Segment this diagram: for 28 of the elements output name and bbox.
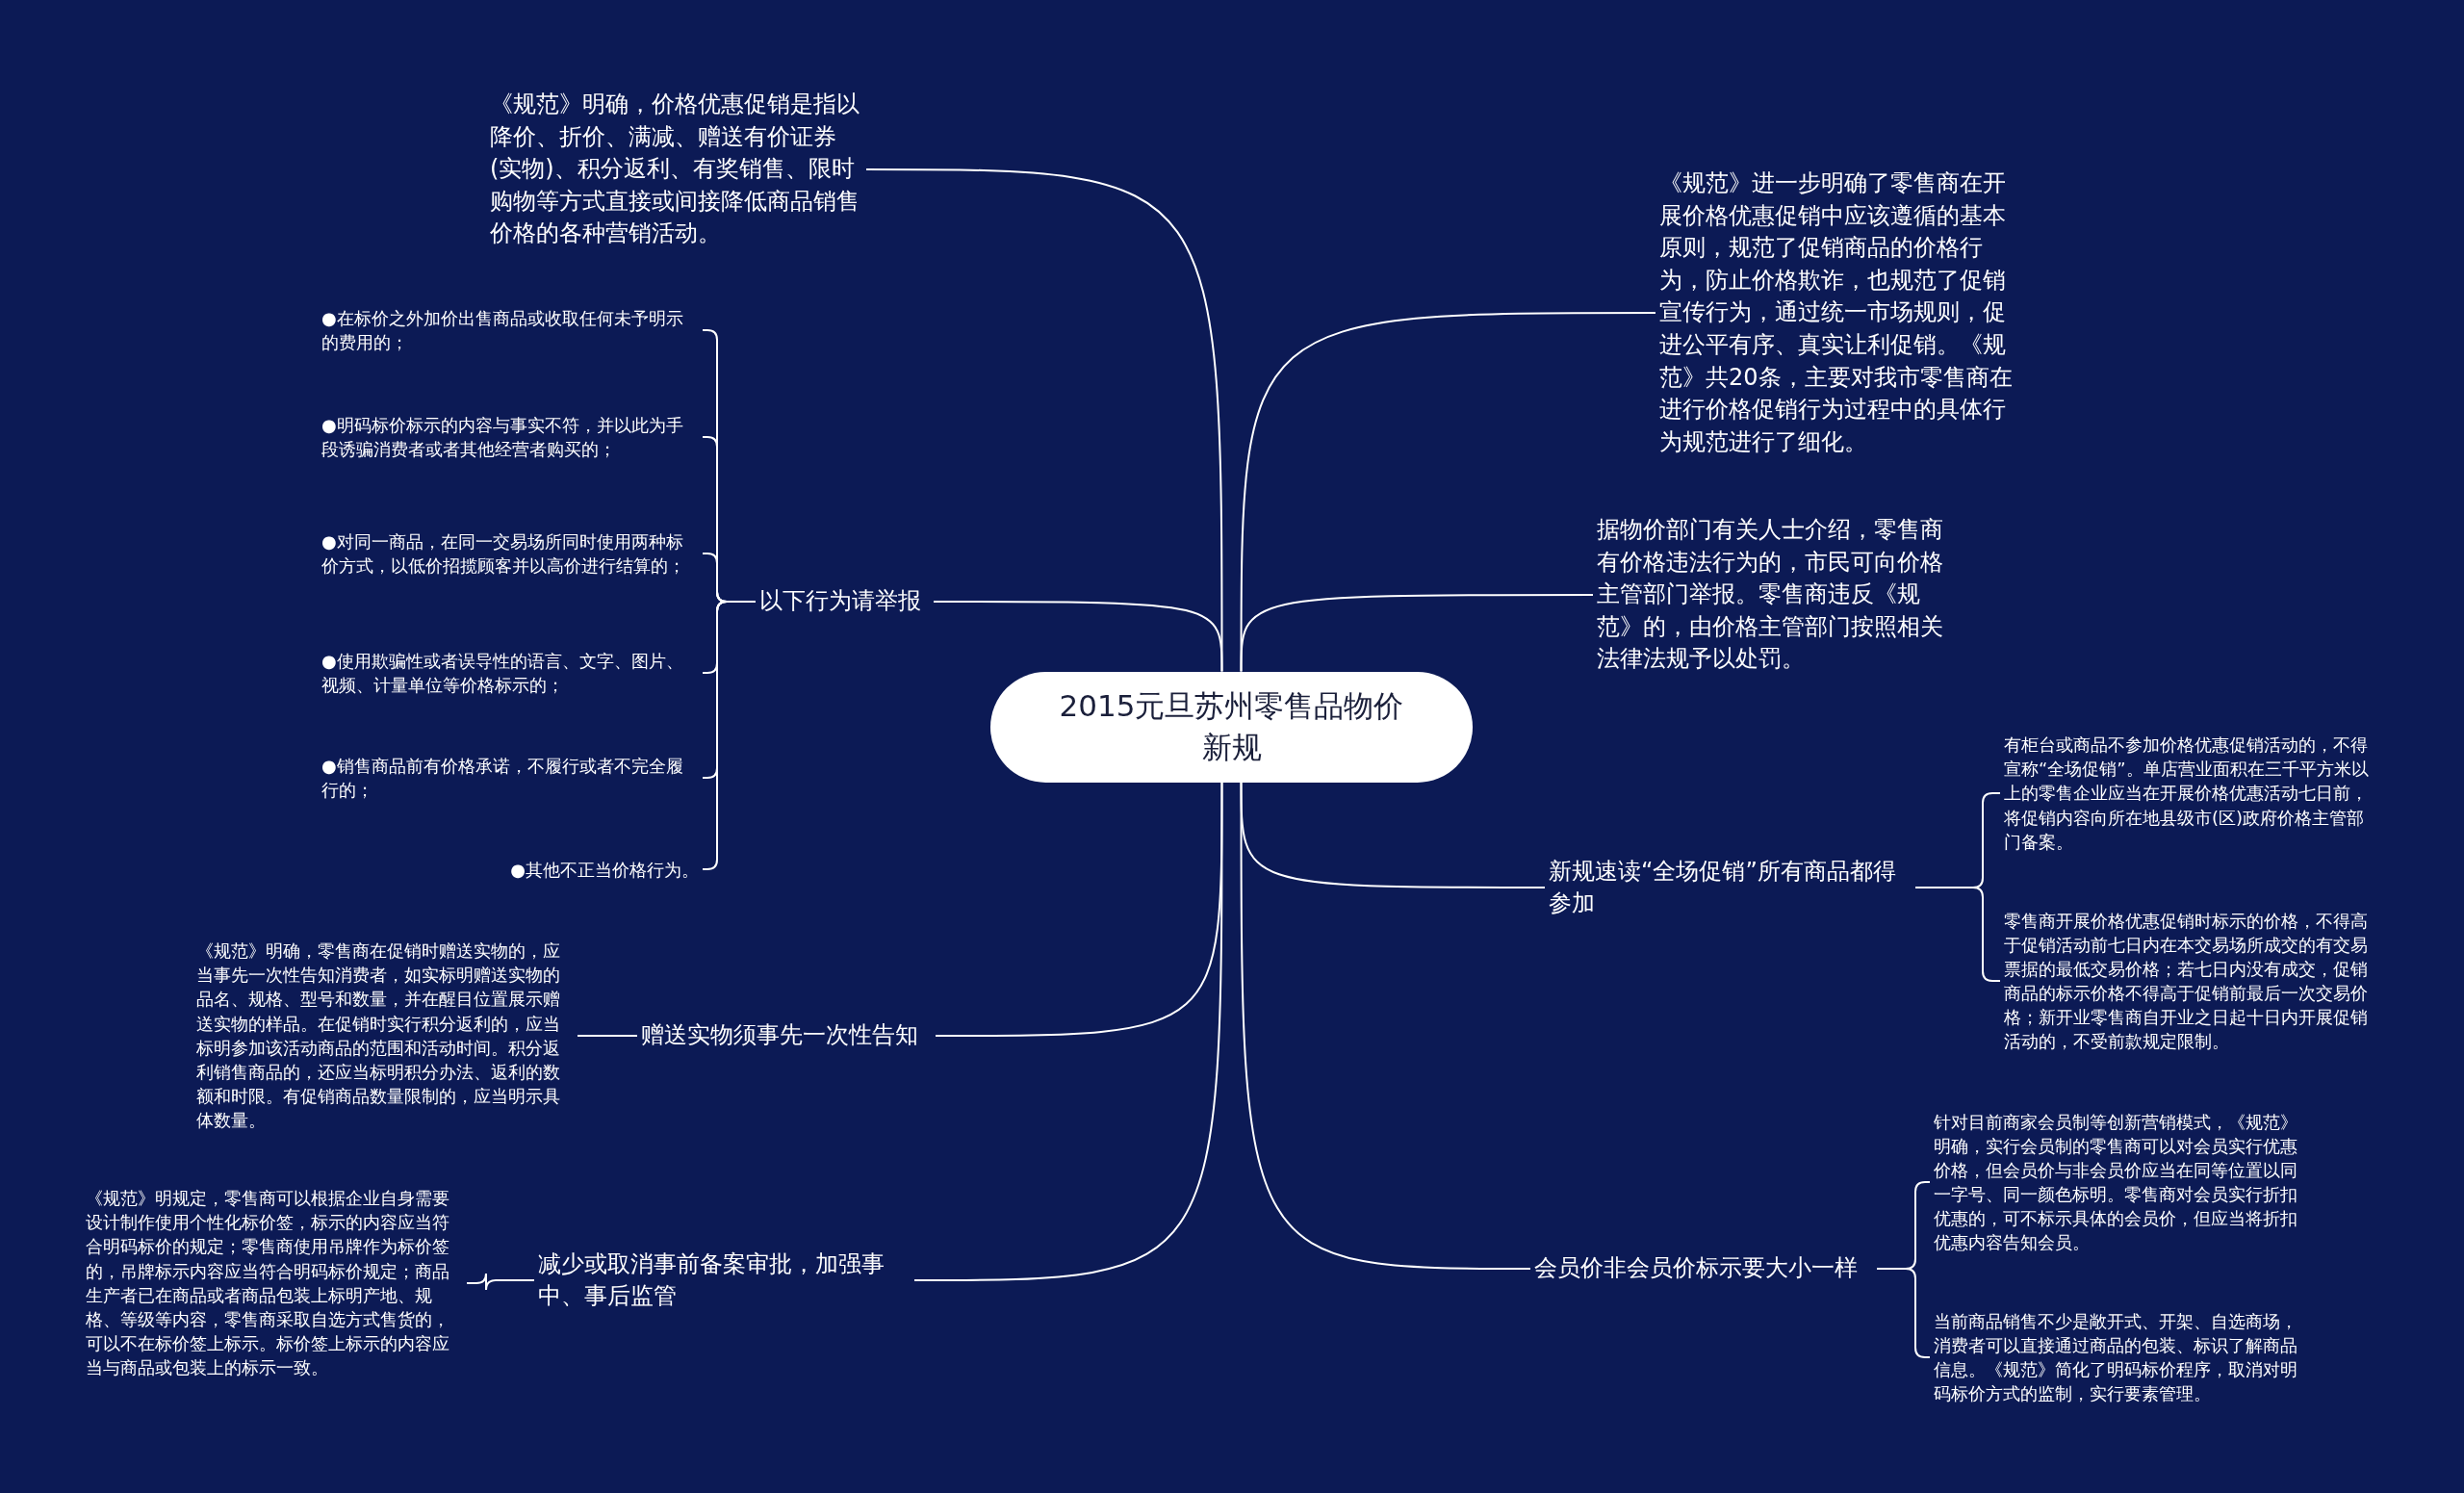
- central-topic: 2015元旦苏州零售品物价新规: [990, 671, 1473, 783]
- connector-line: [1240, 594, 1594, 673]
- detail-text: ●使用欺骗性或者误导性的语言、文字、图片、视频、计量单位等价格标示的；: [318, 647, 703, 700]
- detail-text: ●其他不正当价格行为。: [318, 855, 703, 884]
- detail-text: ●销售商品前有价格承诺，不履行或者不完全履行的；: [318, 752, 703, 805]
- branch-topic: 减少或取消事前备案审批，加强事中、事后监管: [534, 1246, 914, 1315]
- branch-topic: 新规速读“全场促销”所有商品都得参加: [1545, 853, 1915, 922]
- detail-text: 零售商开展价格优惠促销时标示的价格，不得高于促销活动前七日内在本交易场所成交的有交易票据的最低交易价格；若七日内没有成交，促销商品的标示价格不得高于促销前最后一次交易价格；新开业零售商自开业之日起十日内开展促销活动的，不受前款规定限制。: [2000, 906, 2385, 1056]
- connector-line: [1240, 312, 1656, 673]
- branch-topic: 会员价非会员价标示要大小一样: [1530, 1250, 1877, 1287]
- connector-line: [1240, 781, 1531, 1270]
- detail-text: ●对同一商品，在同一交易场所同时使用两种标价方式，以低价招揽顾客并以高价进行结算的；: [318, 528, 703, 580]
- connector-line: [933, 601, 1223, 673]
- branch-topic: 《规范》进一步明确了零售商在开展价格优惠促销中应该遵循的基本原则，规范了促销商品的价格行为，防止价格欺诈，也规范了促销宣传行为，通过统一市场规则，促进公平有序、真实让利促销。《规范》共20条，主要对我市零售商在进行价格促销行为过程中的具体行为规范进行了细化。: [1656, 166, 2031, 461]
- detail-text: 当前商品销售不少是敞开式、开架、自选商场，消费者可以直接通过商品的包装、标识了解商品信息。《规范》简化了明码标价程序，取消对明码标价方式的监制，实行要素管理。: [1930, 1306, 2315, 1408]
- branch-topic: 以下行为请举报: [756, 583, 934, 620]
- branch-topic: 《规范》明确，价格优惠促销是指以降价、折价、满减、赠送有价证券(实物)、积分返利、有奖销售、限时购物等方式直接或间接降低商品销售价格的各种营销活动。: [486, 87, 866, 252]
- branch-topic: 赠送实物须事先一次性告知: [637, 1017, 936, 1054]
- detail-text: 《规范》明规定，零售商可以根据企业自身需要设计制作使用个性化标价签，标示的内容应当符合明码标价的规定；零售商使用吊牌作为标价签的，吊牌标示内容应当符合明码标价规定；商品生产者已在商品或者商品包装上标明产地、规格、等级等内容，零售商采取自选方式售货的，可以不在标价签上标示。标价签上标示的内容应当与商品或包装上的标示一致。: [82, 1184, 467, 1382]
- connector-line: [913, 781, 1223, 1281]
- branch-topic: 据物价部门有关人士介绍，零售商有价格违法行为的，市民可向价格主管部门举报。零售商违反《规范》的，由价格主管部门按照相关法律法规予以处罚。: [1593, 512, 1964, 678]
- detail-text: ●在标价之外加价出售商品或收取任何未予明示的费用的；: [318, 304, 703, 357]
- detail-text: 《规范》明确，零售商在促销时赠送实物的，应当事先一次性告知消费者，如实标明赠送实物的品名、规格、型号和数量，并在醒目位置展示赠送实物的样品。在促销时实行积分返利的，应当标明参加该活动商品的范围和活动时间。积分返利销售商品的，还应当标明积分办法、返利的数额和时限。有促销商品数量限制的，应当明示具体数量。: [192, 937, 578, 1135]
- detail-text: 有柜台或商品不参加价格优惠促销活动的，不得宣称“全场促销”。单店营业面积在三千平方米以上的零售企业应当在开展价格优惠活动七日前，将促销内容向所在地县级市(区)政府价格主管部门备案。: [2000, 731, 2385, 856]
- detail-text: ●明码标价标示的内容与事实不符，并以此为手段诱骗消费者或者其他经营者购买的；: [318, 411, 703, 464]
- detail-text: 针对目前商家会员制等创新营销模式，《规范》明确，实行会员制的零售商可以对会员实行优惠价格，但会员价与非会员价应当在同等位置以同一字号、同一颜色标明。零售商对会员实行折扣优惠的，可不标示具体的会员价，但应当将折扣优惠内容告知会员。: [1930, 1107, 2315, 1257]
- connector-line: [466, 1273, 535, 1291]
- connector-line: [577, 1035, 638, 1037]
